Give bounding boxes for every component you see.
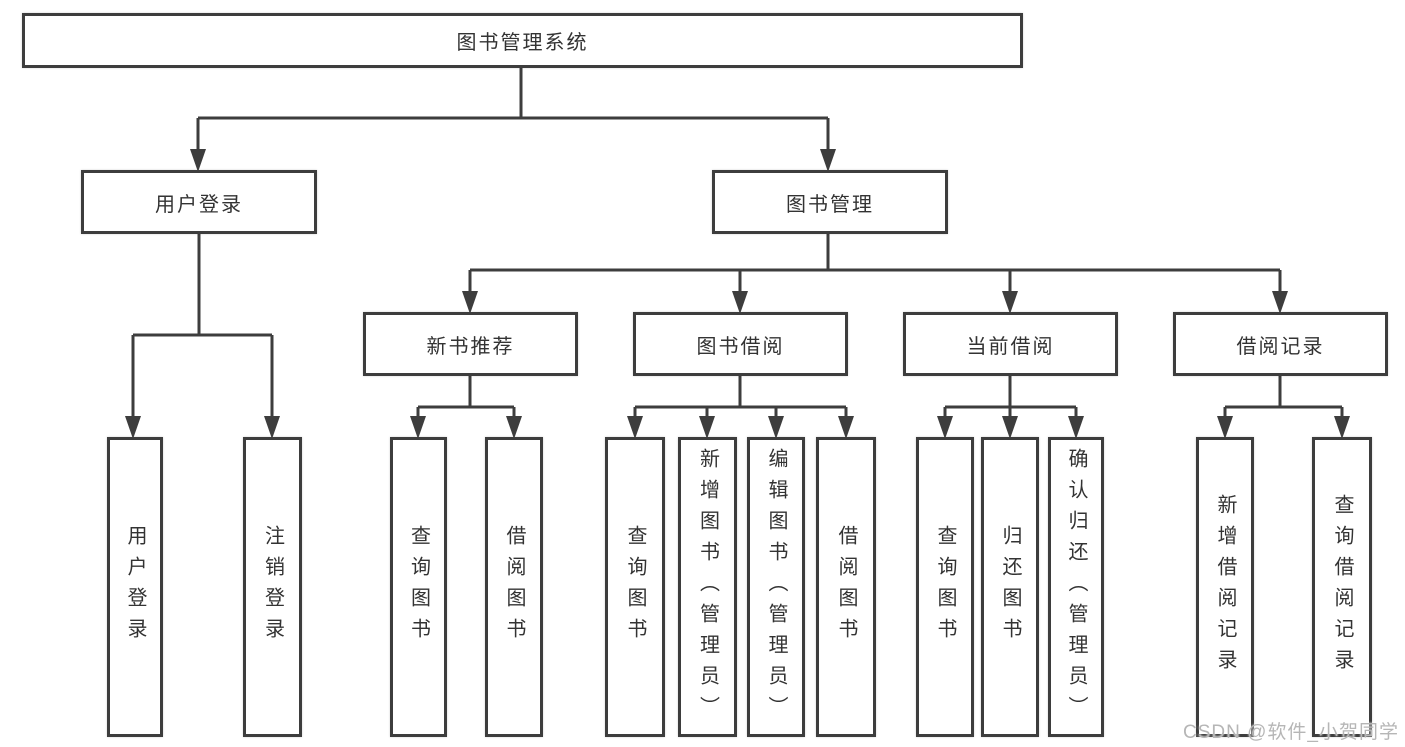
node-user-login: 用户登录	[81, 170, 317, 234]
node-label: 查询图书	[407, 525, 430, 649]
node-label: 借阅记录	[1236, 335, 1325, 358]
arrowhead-icons	[125, 149, 1350, 439]
node-label: 借阅图书	[835, 525, 857, 649]
leaf-borrow-books: 借阅图书	[816, 437, 876, 737]
leaf-borrow-books-recommend: 借阅图书	[485, 437, 543, 737]
node-label: 查询图书	[934, 525, 956, 649]
leaf-query-books-borrowing: 查询图书	[605, 437, 665, 737]
node-label: 当前借阅	[966, 335, 1055, 358]
node-label: 确认归还（管理员）	[1065, 447, 1087, 727]
node-current-borrowing: 当前借阅	[903, 312, 1118, 376]
node-new-book-recommendation: 新书推荐	[363, 312, 578, 376]
node-label: 注销登录	[261, 525, 284, 649]
node-label: 用户登录	[155, 193, 243, 216]
node-label: 图书管理	[786, 193, 874, 216]
node-root: 图书管理系统	[22, 13, 1023, 68]
node-label: 新书推荐	[426, 335, 515, 358]
node-label: 图书管理系统	[456, 32, 589, 54]
leaf-logout: 注销登录	[243, 437, 302, 737]
node-label: 新增图书（管理员）	[696, 447, 719, 727]
leaf-return-books: 归还图书	[981, 437, 1039, 737]
node-borrowing-records: 借阅记录	[1173, 312, 1388, 376]
node-label: 查询借阅记录	[1331, 494, 1353, 680]
leaf-add-borrow-record: 新增借阅记录	[1196, 437, 1254, 737]
watermark: CSDN @软件_小贺同学	[1183, 722, 1399, 743]
node-label: 新增借阅记录	[1214, 494, 1236, 680]
node-label: 编辑图书（管理员）	[765, 447, 787, 727]
leaf-confirm-return-admin: 确认归还（管理员）	[1048, 437, 1104, 737]
node-label: 图书借阅	[696, 335, 785, 358]
node-label: 归还图书	[999, 525, 1021, 649]
node-book-borrowing: 图书借阅	[633, 312, 848, 376]
leaf-edit-books-admin: 编辑图书（管理员）	[747, 437, 805, 737]
leaf-query-borrow-record: 查询借阅记录	[1312, 437, 1372, 737]
leaf-user-login: 用户登录	[107, 437, 163, 737]
leaf-query-books-current: 查询图书	[916, 437, 974, 737]
leaf-query-books-recommend: 查询图书	[390, 437, 447, 737]
node-label: 查询图书	[624, 525, 646, 649]
node-label: 借阅图书	[503, 525, 525, 649]
leaf-add-books-admin: 新增图书（管理员）	[678, 437, 737, 737]
node-label: 用户登录	[124, 525, 146, 649]
node-book-management: 图书管理	[712, 170, 948, 234]
